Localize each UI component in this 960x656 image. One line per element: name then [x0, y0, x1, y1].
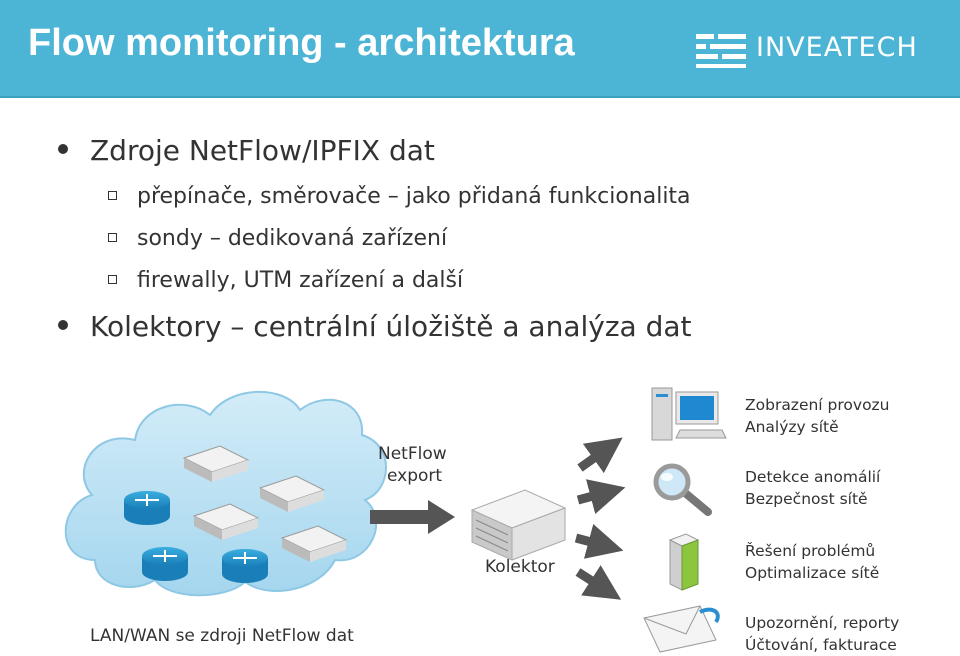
- output-arrow: [574, 523, 624, 559]
- output-arrow: [577, 437, 623, 474]
- output-label: Analýzy sítě: [745, 418, 839, 436]
- sub-bullet-item: firewally, UTM zařízení a další: [108, 268, 463, 293]
- bullet-text: Kolektory – centrální úložiště a analýza…: [90, 310, 692, 343]
- sub-bullet-text: přepínače, směrovače – jako přidaná funk…: [137, 184, 691, 209]
- bullet-dot-icon: [58, 144, 68, 154]
- bullet-item: Zdroje NetFlow/IPFIX dat: [58, 134, 435, 167]
- sub-bullet-item: sondy – dedikovaná zařízení: [108, 226, 447, 251]
- netflow-export-label: export: [387, 466, 443, 486]
- network-label: LAN/WAN se zdroji NetFlow dat: [90, 626, 354, 646]
- bullet-text: Zdroje NetFlow/IPFIX dat: [90, 134, 435, 167]
- netflow-export-label: NetFlow: [378, 444, 447, 464]
- output-label: Optimalizace sítě: [745, 564, 880, 582]
- collector-server-icon: [470, 489, 567, 561]
- output-arrow: [575, 565, 622, 600]
- switch-icon: [192, 503, 260, 540]
- switch-icon: [182, 445, 250, 482]
- router-icon: [142, 547, 188, 581]
- output-label: Řešení problémů: [745, 542, 876, 560]
- company-logo: INVEATECH: [694, 28, 940, 72]
- output-label: Zobrazení provozu: [745, 396, 890, 414]
- server-tower-icon: [668, 533, 700, 591]
- output-label: Detekce anomálií: [745, 468, 881, 486]
- switch-icon: [258, 475, 326, 512]
- sub-bullet-text: firewally, UTM zařízení a další: [137, 268, 464, 293]
- logo-mark-icon: [696, 34, 746, 68]
- output-label: Účtování, fakturace: [745, 636, 897, 654]
- page-title: Flow monitoring - architektura: [28, 22, 575, 64]
- output-label: Upozornění, reporty: [745, 614, 900, 632]
- sub-bullet-item: přepínače, směrovače – jako přidaná funk…: [108, 184, 691, 209]
- output-arrow: [576, 479, 626, 515]
- collector-label: Kolektor: [485, 557, 555, 577]
- magnifier-icon: [653, 463, 712, 516]
- checkbox-bullet-icon: [108, 232, 117, 242]
- checkbox-bullet-icon: [108, 190, 117, 200]
- switch-icon: [280, 525, 348, 562]
- header-bar: Flow monitoring - architektura INVEATECH: [0, 0, 960, 98]
- envelope-icon: [643, 605, 720, 653]
- sub-bullet-text: sondy – dedikovaná zařízení: [137, 226, 448, 251]
- output-label: Bezpečnost sítě: [745, 490, 868, 508]
- bullet-item: Kolektory – centrální úložiště a analýza…: [58, 310, 692, 343]
- logo-text: INVEATECH: [756, 32, 918, 63]
- export-arrow: [370, 500, 455, 534]
- router-icon: [222, 549, 268, 583]
- checkbox-bullet-icon: [108, 274, 117, 284]
- router-icon: [124, 491, 170, 525]
- computer-icon: [651, 387, 727, 441]
- bullet-dot-icon: [58, 320, 68, 330]
